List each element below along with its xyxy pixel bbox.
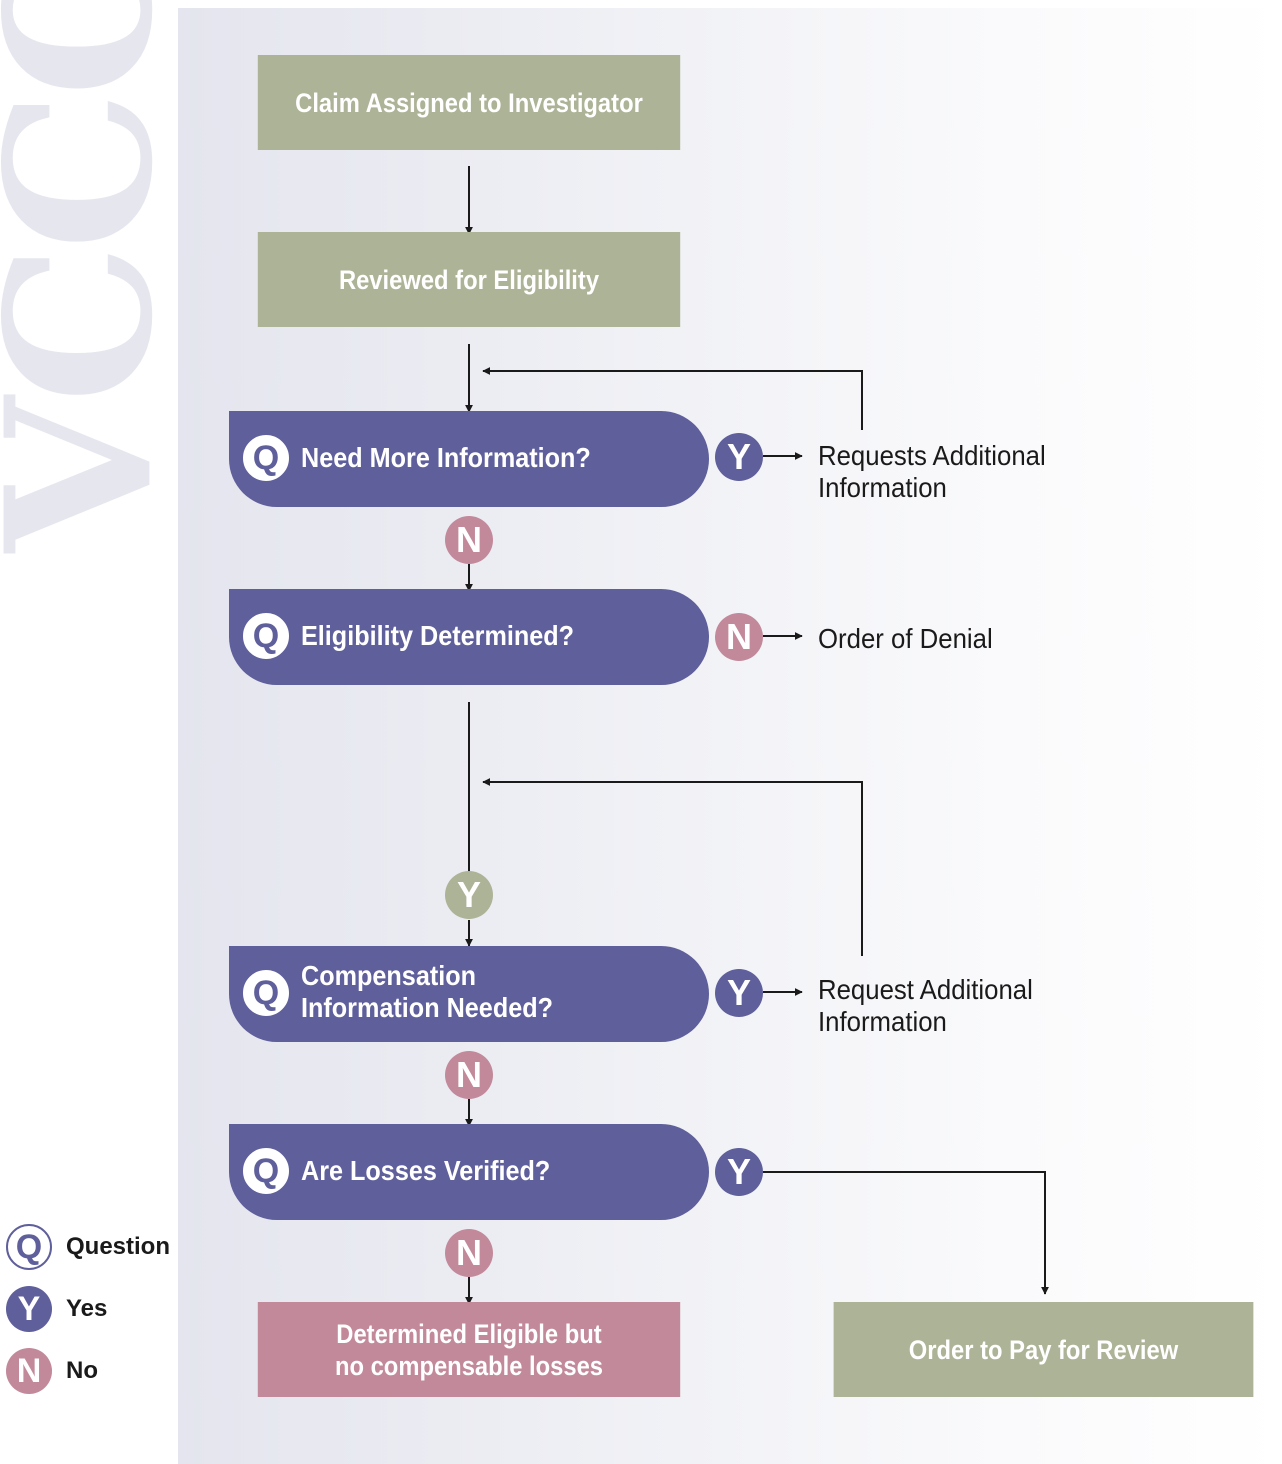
step-claim-assigned-label: Claim Assigned to Investigator	[295, 87, 643, 118]
legend-no-label: No	[66, 1357, 98, 1384]
legend-question-icon: Q	[6, 1224, 52, 1270]
no-badge-q4: N	[445, 1229, 493, 1277]
outcome-request-line1: Request Additional	[818, 974, 1033, 1005]
question-icon: Q	[243, 1148, 289, 1194]
legend-yes-icon: Y	[6, 1286, 52, 1332]
no-badge-q3: N	[445, 1051, 493, 1099]
question-icon: Q	[243, 435, 289, 481]
question-need-more-info-label: Need More Information?	[301, 442, 591, 473]
legend-no: N No	[6, 1348, 98, 1394]
question-eligibility-label: Eligibility Determined?	[301, 620, 575, 651]
loop-requests-back	[482, 367, 863, 430]
outcome-request-line2: Information	[818, 1006, 947, 1037]
step-reviewed-label: Reviewed for Eligibility	[338, 264, 600, 295]
question-losses-verified: Q Are Losses Verified?	[229, 1124, 709, 1220]
outcome-request-additional: Request Additional Information	[818, 974, 1033, 1038]
question-eligibility-determined: Q Eligibility Determined?	[229, 589, 709, 685]
no-badge-q2: N	[715, 613, 763, 661]
question-losses-label: Are Losses Verified?	[301, 1155, 551, 1186]
outcome-requests-line2: Information	[818, 472, 947, 503]
outcome-eligible-line2: no compensable losses	[334, 1350, 604, 1381]
legend-question: Q Question	[6, 1224, 170, 1270]
question-compensation-label-line2: Information Needed?	[301, 992, 554, 1023]
question-compensation-info: Q Compensation Information Needed?	[229, 946, 709, 1042]
question-icon: Q	[243, 970, 289, 1016]
outcome-order-to-pay: Order to Pay for Review	[833, 1302, 1254, 1397]
no-badge-q1: N	[445, 516, 493, 564]
outcome-requests-additional: Requests Additional Information	[818, 440, 1046, 504]
arrow-q4-yes	[763, 1171, 1049, 1295]
legend-no-icon: N	[6, 1348, 52, 1394]
yes-badge-q4: Y	[715, 1148, 763, 1196]
outcome-determined-eligible: Determined Eligible but no compensable l…	[257, 1302, 681, 1397]
question-need-more-info: Q Need More Information?	[229, 411, 709, 507]
loop-request-back	[482, 778, 863, 956]
outcome-order-of-denial: Order of Denial	[818, 623, 993, 654]
yes-badge-q1: Y	[715, 433, 763, 481]
yes-badge-q2: Y	[445, 871, 493, 919]
outcome-eligible-line1: Determined Eligible but	[336, 1318, 602, 1349]
step-reviewed-eligibility: Reviewed for Eligibility	[257, 232, 681, 327]
legend-yes-label: Yes	[66, 1295, 108, 1322]
question-compensation-label-line1: Compensation	[301, 960, 477, 991]
question-icon: Q	[243, 613, 289, 659]
outcome-requests-line1: Requests Additional	[818, 440, 1046, 471]
step-claim-assigned: Claim Assigned to Investigator	[257, 55, 681, 150]
legend-yes: Y Yes	[6, 1286, 107, 1332]
yes-badge-q3: Y	[715, 969, 763, 1017]
legend-question-label: Question	[66, 1233, 171, 1260]
outcome-order-to-pay-label: Order to Pay for Review	[908, 1334, 1179, 1365]
